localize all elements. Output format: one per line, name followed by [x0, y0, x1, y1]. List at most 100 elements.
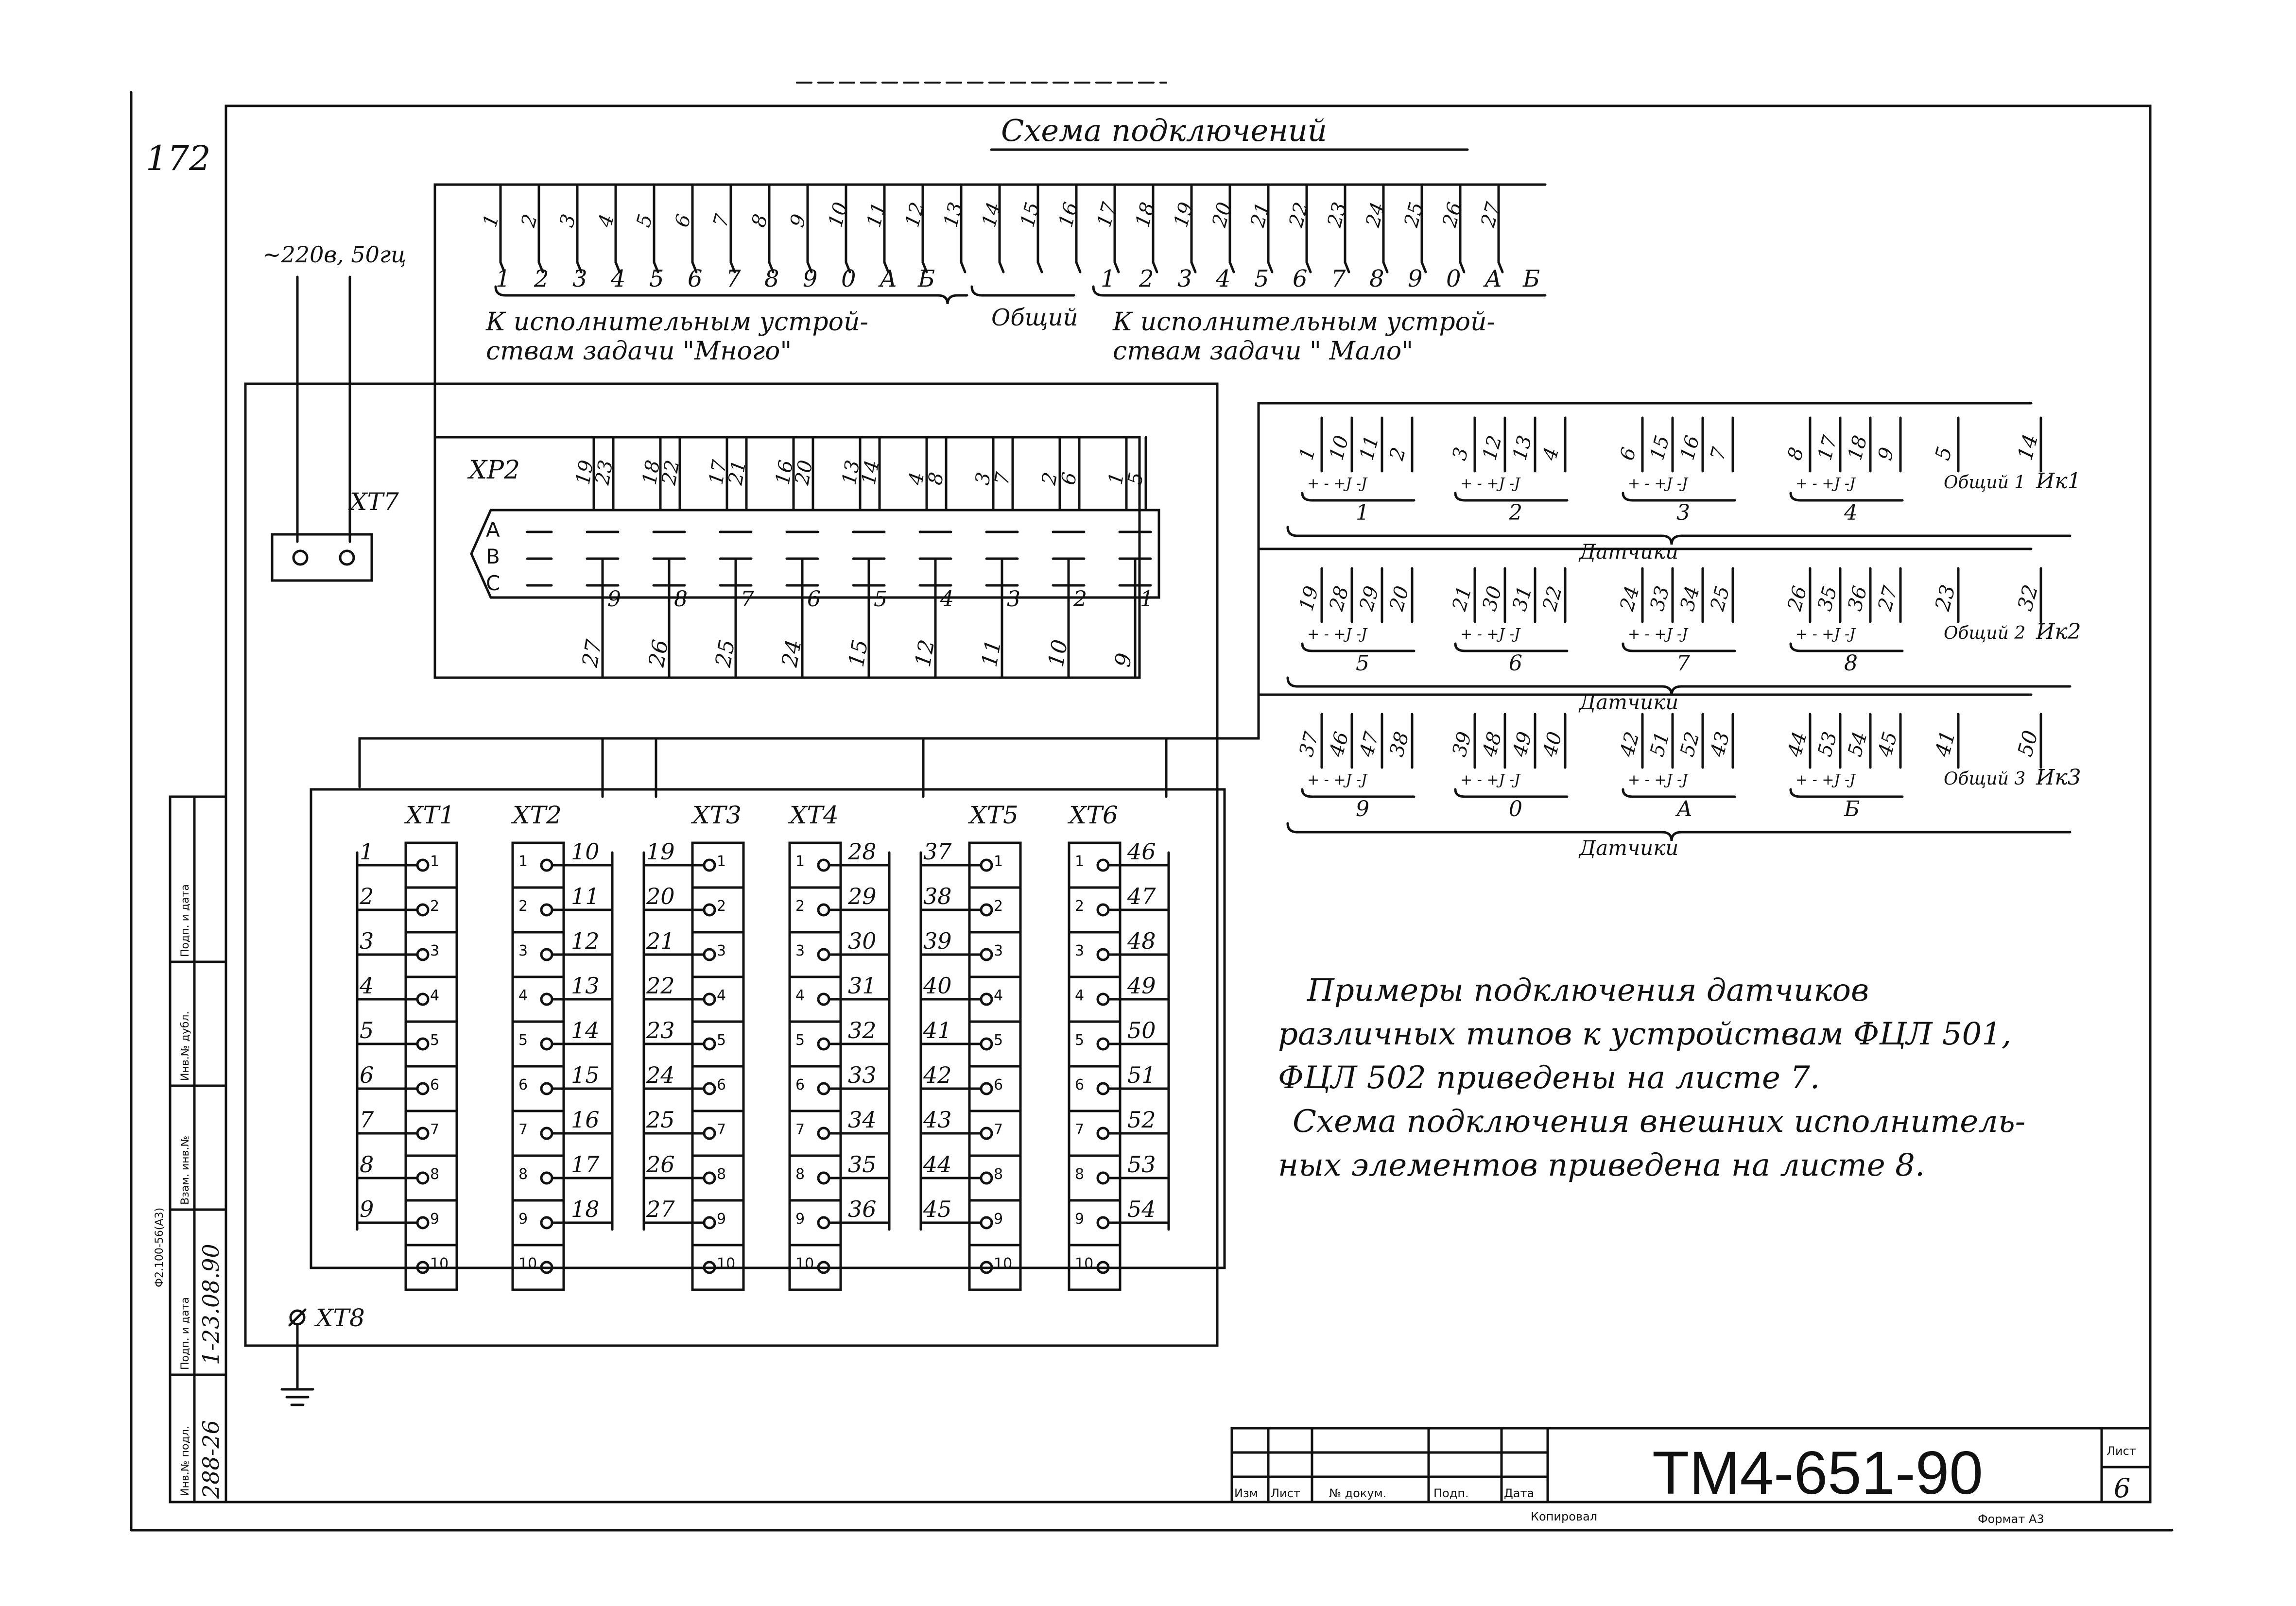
- top-pin-right-6: 7: [1331, 265, 1346, 292]
- sensor-pin-16: 16: [1676, 433, 1704, 463]
- sensor-pin-31: 31: [1508, 584, 1536, 614]
- top-left-label-2: ствам задачи "Много": [486, 337, 792, 366]
- top-pin-right-0: 1: [1101, 265, 1116, 292]
- sensor-label-7: 7: [1676, 651, 1690, 676]
- terminal-screw-3-10: [817, 1261, 830, 1274]
- xp2-contact-number-8: 8: [674, 587, 688, 612]
- terminal-pos-2-7: 7: [717, 1121, 726, 1138]
- terminal-screw-5-6: [1096, 1082, 1110, 1095]
- top-wire-tick-4: [614, 261, 621, 273]
- terminal-wire-number-41: 41: [923, 1017, 952, 1043]
- xp2-contact-number-4: 4: [940, 587, 954, 612]
- sensor-pin-39: 39: [1448, 730, 1476, 759]
- sensor-extra-pin-23: 23: [1930, 582, 1960, 614]
- terminal-wire-number-1: 1: [360, 838, 374, 865]
- sensor-pin-21: 21: [1448, 584, 1476, 614]
- xp2-contact-number-9: 9: [607, 587, 621, 612]
- sensor-unit-1: Ик1: [2036, 469, 2081, 494]
- sensor-pin-10: 10: [1325, 433, 1353, 463]
- top-wire-number-27: 27: [1477, 200, 1505, 230]
- terminal-screw-3-4: [817, 992, 830, 1006]
- terminal-pos-4-9: 9: [994, 1211, 1003, 1228]
- terminal-screw-0-10: [416, 1261, 430, 1274]
- top-wire-tick-12: [921, 261, 928, 273]
- xp2-contact-number-1: 1: [1140, 587, 1154, 612]
- top-wire-tick-14: [998, 261, 1005, 273]
- terminal-pos-1-9: 9: [518, 1211, 528, 1228]
- top-pin-left-7: 8: [764, 265, 779, 292]
- terminal-pos-2-5: 5: [717, 1032, 726, 1049]
- terminal-screw-4-2: [980, 903, 993, 917]
- terminal-wire-number-34: 34: [848, 1107, 877, 1133]
- terminal-pos-3-3: 3: [795, 942, 805, 959]
- sensor-unit-3: Ик3: [2036, 765, 2081, 790]
- top-wire-tick-16: [1075, 261, 1082, 273]
- top-pin-left-6: 7: [726, 265, 741, 292]
- terminal-wire-number-30: 30: [848, 928, 877, 954]
- sensor-extra-pin-50: 50: [2013, 728, 2042, 759]
- top-pin-left-1: 2: [534, 265, 549, 292]
- sensor-brace-0-1: [1454, 492, 1569, 502]
- terminal-wire-number-4: 4: [359, 973, 374, 999]
- top-wire-tick-10: [845, 261, 851, 273]
- sensor-polarity-1-0: + - +J -J: [1307, 626, 1368, 643]
- terminal-wire-number-40: 40: [923, 973, 952, 999]
- sensor-pin-19: 19: [1295, 584, 1323, 614]
- xp2-label: ХР2: [467, 456, 520, 485]
- top-left-label-1: К исполнительным устрой-: [485, 308, 868, 337]
- terminal-pos-1-8: 8: [518, 1166, 528, 1183]
- terminal-screw-5-4: [1096, 992, 1110, 1006]
- top-wire-tick-24: [1382, 261, 1389, 273]
- top-wire-number-21: 21: [1246, 200, 1275, 230]
- top-wire-tick-23: [1344, 261, 1350, 273]
- terminal-pos-5-3: 3: [1075, 942, 1084, 959]
- terminal-wire-number-13: 13: [571, 973, 600, 999]
- sensor-polarity-1-3: + - +J -J: [1795, 626, 1856, 643]
- top-wire-tick-13: [960, 261, 967, 273]
- terminal-pos-1-2: 2: [518, 898, 528, 915]
- terminal-pos-5-8: 8: [1075, 1166, 1084, 1183]
- terminal-wire-number-38: 38: [923, 883, 952, 909]
- sensor-label-5: 5: [1356, 651, 1369, 676]
- terminal-pos-4-7: 7: [994, 1121, 1003, 1138]
- sensor-label-4: 4: [1844, 500, 1858, 525]
- terminal-pos-3-6: 6: [795, 1076, 805, 1093]
- terminal-wire-number-24: 24: [646, 1062, 675, 1088]
- terminal-pos-5-10: 10: [1075, 1255, 1093, 1272]
- terminal-block-name-0: ХТ1: [404, 801, 455, 829]
- terminal-pos-3-8: 8: [795, 1166, 805, 1183]
- terminal-pos-1-10: 10: [518, 1255, 537, 1272]
- xp2-contact-number-7: 7: [741, 587, 754, 612]
- terminal-wire-number-11: 11: [571, 883, 600, 909]
- terminal-cell-3-10: [788, 1244, 842, 1291]
- terminal-wire-number-33: 33: [848, 1062, 877, 1088]
- sensor-pin-45: 45: [1874, 730, 1902, 760]
- sensor-group-brace-2: [1286, 676, 2072, 696]
- xp2-bottom-number-15: 15: [844, 638, 873, 669]
- terminal-pos-1-1: 1: [518, 853, 528, 870]
- terminal-pos-4-5: 5: [994, 1032, 1003, 1049]
- tb-col-list: Лист: [1271, 1486, 1300, 1500]
- top-wire-number-26: 26: [1438, 200, 1467, 230]
- xp2-row-c: С: [486, 571, 500, 595]
- top-pin-left-9: 0: [841, 265, 856, 292]
- terminal-screw-2-7: [703, 1127, 716, 1140]
- stamp-podp-data-2: Подп. и дата: [179, 884, 191, 957]
- top-pin-right-2: 3: [1177, 265, 1192, 292]
- page-number: 172: [146, 138, 211, 178]
- top-pin-left-10: А: [878, 265, 897, 292]
- top-pin-right-10: А: [1483, 265, 1502, 292]
- terminal-pos-4-10: 10: [994, 1255, 1012, 1272]
- sensor-common-1: Общий 1: [1944, 473, 2025, 493]
- terminal-screw-1-1: [540, 858, 553, 872]
- top-wire-tick-2: [537, 261, 544, 273]
- sensor-pin-27: 27: [1874, 583, 1902, 614]
- terminal-wire-number-50: 50: [1127, 1017, 1156, 1043]
- top-pin-left-8: 9: [803, 265, 818, 292]
- terminal-wire-number-32: 32: [848, 1017, 877, 1043]
- terminal-cell-4-10: [968, 1244, 1022, 1291]
